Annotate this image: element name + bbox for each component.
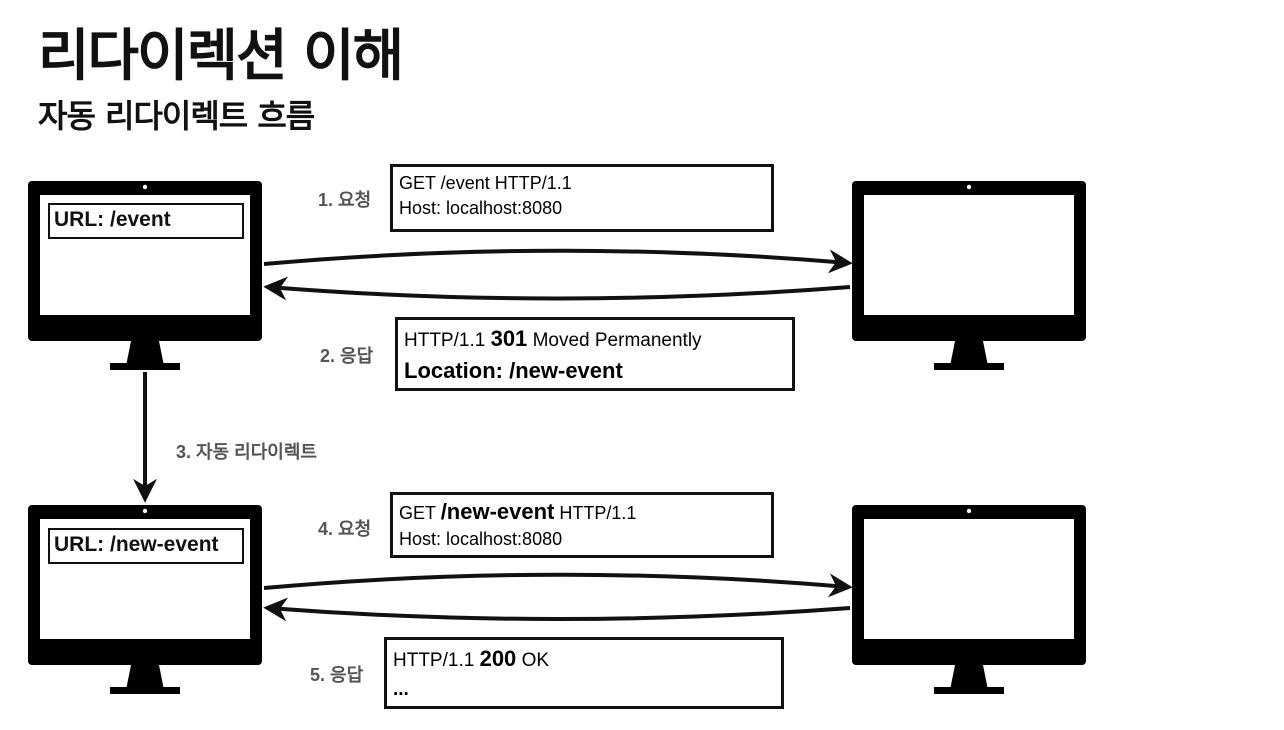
request-4-path: /new-event <box>440 499 555 524</box>
response-5-version: HTTP/1.1 <box>393 650 480 671</box>
request-arrow-1 <box>263 248 853 274</box>
response-arrow-2 <box>263 276 851 301</box>
request-4-version: HTTP/1.1 <box>554 503 637 523</box>
http-response-5: HTTP/1.1 200 OK ... <box>384 637 784 709</box>
request-1-line: GET /event HTTP/1.1 <box>399 173 572 193</box>
server-monitor-bottom <box>852 505 1086 694</box>
response-2-version: HTTP/1.1 <box>404 330 491 351</box>
step-label-1: 1. 요청 <box>318 190 372 210</box>
step-label-5: 5. 응답 <box>310 665 364 685</box>
request-4-host: Host: localhost:8080 <box>399 529 563 549</box>
address-bar-top: URL: /event <box>48 203 244 239</box>
response-2-location: Location: /new-event <box>404 358 623 383</box>
request-arrow-4 <box>263 572 853 598</box>
request-4-method: GET <box>399 503 441 523</box>
http-request-1: GET /event HTTP/1.1 Host: localhost:8080 <box>390 164 774 232</box>
address-bar-top-text: URL: /event <box>54 208 171 231</box>
response-2-status-line: HTTP/1.1 301 Moved Permanently <box>404 324 792 356</box>
response-5-status-code: 200 <box>479 646 517 671</box>
step-label-2: 2. 응답 <box>320 346 374 366</box>
response-5-ellipsis: ... <box>393 679 409 700</box>
step-label-4: 4. 요청 <box>318 519 372 539</box>
page-subtitle: 자동 리다이렉트 흐름 <box>38 97 315 135</box>
http-response-2: HTTP/1.1 301 Moved Permanently Location:… <box>395 317 795 391</box>
address-bar-bottom: URL: /new-event <box>48 528 244 564</box>
step-label-3: 3. 자동 리다이렉트 <box>176 442 317 462</box>
address-bar-bottom-text: URL: /new-event <box>54 533 219 556</box>
request-4-line: GET /new-event HTTP/1.1 <box>399 499 771 526</box>
response-arrow-5 <box>263 597 851 622</box>
response-5-reason: OK <box>516 650 550 671</box>
server-monitor-top <box>852 181 1086 370</box>
request-1-host: Host: localhost:8080 <box>399 198 563 218</box>
response-5-status-line: HTTP/1.1 200 OK <box>393 644 781 675</box>
response-2-reason: Moved Permanently <box>527 330 702 351</box>
page-title: 리다이렉션 이해 <box>38 24 404 89</box>
http-request-4: GET /new-event HTTP/1.1 Host: localhost:… <box>390 492 774 558</box>
response-2-status-code: 301 <box>490 326 528 351</box>
